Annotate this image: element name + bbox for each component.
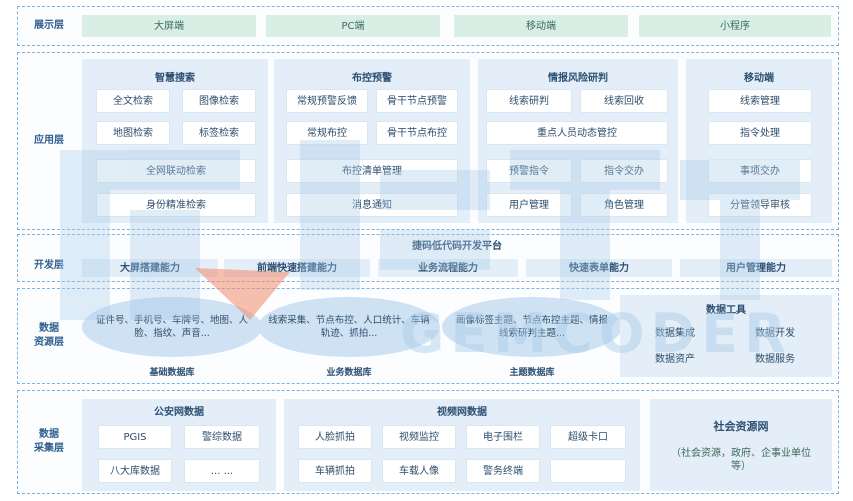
mobile-command-handling: 指令处理 [708,121,812,145]
search-image: 图像检索 [182,89,256,113]
data-resource-label-line1: 数据 [39,323,59,334]
business-db-text: 线索采集、节点布控、人口统计、车辆轨迹、抓拍... [268,315,430,339]
collection-label-line1: 数据 [39,429,59,440]
search-map: 地图检索 [96,121,170,145]
video-vehicle-portrait: 车载人像 [382,459,456,483]
control-backbone-warning: 骨干节点预警 [376,89,458,113]
cap-business-flow: 业务流程能力 [378,259,518,277]
intel-key-person-control: 重点人员动态管控 [486,121,668,145]
development-layer: 开发层 捷码低代码开发平台 大屏搭建能力 前端快速搭建能力 业务流程能力 快速表… [17,234,839,282]
intel-command-assign: 指令交办 [580,159,668,183]
display-item-mobile: 移动端 [454,15,628,37]
smart-search-panel: 智慧搜索 全文检索 图像检索 地图检索 标签检索 全网联动检索 身份精准检索 [82,59,268,223]
basic-db-text: 证件号、手机号、车牌号、地图、人脸、指纹、声音... [95,315,248,339]
data-resource-layer-label: 数据 资源层 [18,289,80,383]
display-layer: 展示层 大屏端 PC端 移动端 小程序 [17,6,839,46]
control-regular: 常规布控 [286,121,368,145]
search-identity-precise: 身份精准检索 [96,193,256,217]
video-network-title: 视频网数据 [437,407,487,418]
collection-layer: 数据 采集层 公安网数据 PGIS 警综数据 八大库数据 ... ... 视频网… [17,390,839,494]
basic-db-caption: 基础数据库 [149,368,195,378]
development-layer-label: 开发层 [34,260,64,271]
topic-db-cylinder [442,297,622,357]
public-security-panel: 公安网数据 PGIS 警综数据 八大库数据 ... ... [82,399,276,491]
cap-user-management: 用户管理能力 [680,259,832,277]
application-layer-label: 应用层 [34,135,64,146]
ps-police-data: 警综数据 [184,425,260,449]
control-regular-feedback: 常规预警反馈 [286,89,368,113]
display-item-pc: PC端 [266,15,440,37]
data-resource-layer: 数据 资源层 证件号、手机号、车牌号、地图、人脸、指纹、声音... 基础数据库 … [17,288,839,384]
mobile-clue-management: 线索管理 [708,89,812,113]
search-tag: 标签检索 [182,121,256,145]
video-network-panel: 视频网数据 人脸抓拍 视频监控 电子围栏 超级卡口 车辆抓拍 车载人像 警务终端 [284,399,640,491]
mobile-leader-review: 分管领导审核 [708,193,812,217]
search-fulltext: 全文检索 [96,89,170,113]
business-db-caption: 业务数据库 [326,368,372,378]
control-list-management: 布控清单管理 [286,159,458,183]
application-layer: 应用层 智慧搜索 全文检索 图像检索 地图检索 标签检索 全网联动检索 身份精准… [17,52,839,230]
data-resource-label-line2: 资源层 [34,337,64,348]
ps-more: ... ... [184,459,260,483]
cap-quick-form: 快速表单能力 [526,259,672,277]
social-resource-title: 社会资源网 [713,419,769,433]
intel-warning-command: 预警指令 [486,159,572,183]
social-resource-panel: 社会资源网 （社会资源，政府、企事业单位等） [650,399,832,491]
display-layer-label: 展示层 [34,20,64,31]
intel-user-management: 用户管理 [486,193,572,217]
intel-clue-analysis: 线索研判 [486,89,572,113]
mobile-title: 移动端 [744,73,774,84]
mobile-matter-assign: 事项交办 [708,159,812,183]
lowcode-platform-title: 捷码低代码开发平台 [412,240,502,252]
intel-role-management: 角色管理 [580,193,668,217]
video-vehicle-capture: 车辆抓拍 [298,459,372,483]
video-super-checkpoint: 超级卡口 [550,425,626,449]
cap-frontend: 前端快速搭建能力 [224,259,370,277]
display-item-big-screen: 大屏端 [82,15,256,37]
social-resource-desc: （社会资源，政府、企事业单位等） [671,448,811,472]
intel-clue-recovery: 线索回收 [580,89,668,113]
data-tools-development: 数据开发 [755,327,795,339]
ps-pgis: PGIS [98,425,172,449]
collection-layer-label: 数据 采集层 [18,391,80,493]
data-tools-service: 数据服务 [755,353,795,365]
control-warning-title: 布控预警 [352,73,392,84]
control-backbone: 骨干节点布控 [376,121,458,145]
data-tools-assets: 数据资产 [655,353,695,365]
video-police-terminal: 警务终端 [466,459,540,483]
ps-eight-db: 八大库数据 [98,459,172,483]
public-security-title: 公安网数据 [154,407,204,418]
video-monitoring: 视频监控 [382,425,456,449]
data-tools-title: 数据工具 [706,305,746,316]
data-tools-integration: 数据集成 [655,327,695,339]
intel-risk-title: 情报风险研判 [548,73,608,84]
display-item-miniprogram: 小程序 [639,15,831,37]
collection-label-line2: 采集层 [34,443,64,454]
topic-db-caption: 主题数据库 [509,368,555,378]
smart-search-title: 智慧搜索 [155,73,195,84]
mobile-panel: 移动端 线索管理 指令处理 事项交办 分管领导审核 [686,59,832,223]
video-empty-slot [550,459,626,483]
topic-db-text: 画像标签主题、节点布控主题、情报线索研判主题... [455,315,608,339]
control-warning-panel: 布控预警 常规预警反馈 骨干节点预警 常规布控 骨干节点布控 布控清单管理 消息… [274,59,470,223]
control-message-notice: 消息通知 [286,193,458,217]
intel-risk-panel: 情报风险研判 线索研判 线索回收 重点人员动态管控 预警指令 指令交办 用户管理… [478,59,678,223]
cap-big-screen: 大屏搭建能力 [82,259,218,277]
video-face-capture: 人脸抓拍 [298,425,372,449]
video-e-fence: 电子围栏 [466,425,540,449]
data-tools-panel: 数据工具 数据集成 数据开发 数据资产 数据服务 [620,295,832,377]
search-network-linkage: 全网联动检索 [96,159,256,183]
